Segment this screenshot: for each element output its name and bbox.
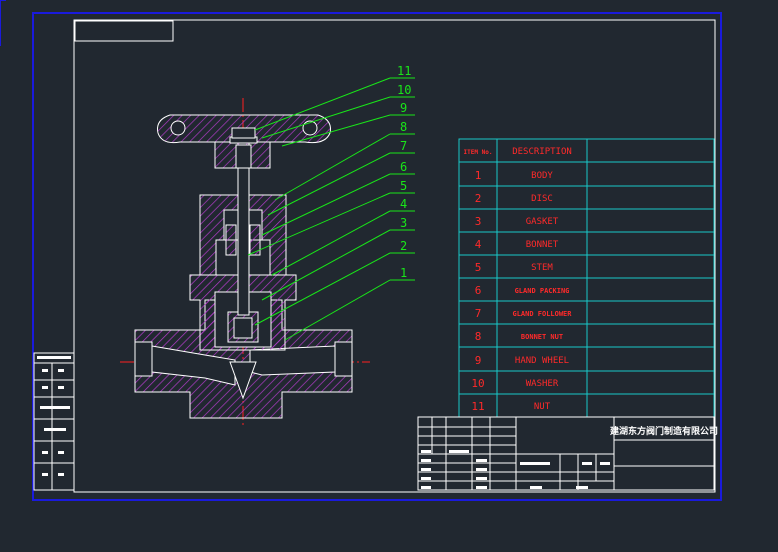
bom-item-no: 7 — [475, 307, 482, 320]
bom-item-no: 2 — [475, 192, 482, 205]
leader-numbers: 11 10 9 8 7 6 5 4 3 2 1 — [397, 64, 411, 280]
bom-item-no: 5 — [475, 261, 482, 274]
bom-item-desc: GLAND PACKING — [515, 287, 570, 295]
bom-item-desc: HAND WHEEL — [515, 356, 569, 366]
bom-item-no: 3 — [475, 215, 482, 228]
hand-wheel — [157, 114, 331, 169]
bom-item-desc: BONNET NUT — [521, 333, 563, 341]
leader-number: 7 — [400, 139, 407, 153]
bom-table: ITEM No. DESCRIPTION 1 BODY 2 DISC 3 GAS… — [458, 138, 715, 418]
leader-number: 1 — [400, 266, 407, 280]
inlet-thread — [134, 341, 153, 377]
bom-item-desc: DISC — [531, 194, 553, 204]
company-name: 建湖东方阀门制造有限公司 — [610, 425, 718, 437]
valve-body — [134, 299, 353, 419]
bom-item-desc: GASKET — [526, 217, 559, 227]
left-margin-table — [33, 352, 75, 491]
outer-frame — [32, 12, 722, 501]
bom-item-desc: WASHER — [526, 379, 559, 389]
leader-number: 2 — [400, 239, 407, 253]
leader-number: 3 — [400, 216, 407, 230]
leader-lines — [247, 77, 415, 341]
leader-number: 5 — [400, 179, 407, 193]
bom-item-no: 8 — [475, 330, 482, 343]
bom-header-description: DESCRIPTION — [512, 147, 572, 157]
bom-item-desc: BODY — [531, 171, 553, 181]
leader-number: 10 — [397, 83, 411, 97]
drawing-number-box — [74, 20, 174, 42]
leader-number: 11 — [397, 64, 411, 78]
bom-item-no: 10 — [471, 377, 484, 390]
nut — [231, 127, 256, 139]
seat-cone — [229, 361, 257, 400]
bom-item-no: 11 — [471, 400, 484, 413]
gland-packing-left — [225, 224, 237, 256]
bom-item-no: 6 — [475, 284, 482, 297]
leader-number: 6 — [400, 160, 407, 174]
inner-frame — [73, 19, 716, 493]
bom-item-desc: BONNET — [526, 240, 559, 250]
bom-item-no: 9 — [475, 354, 482, 367]
bom-item-desc: STEM — [531, 263, 553, 273]
title-block-marks — [421, 450, 610, 489]
bom-grid — [458, 138, 715, 418]
bom-header-item: ITEM No. — [464, 149, 493, 156]
bom-item-no: 1 — [475, 169, 482, 182]
leader-number: 4 — [400, 197, 407, 211]
left-margin-marks — [37, 356, 71, 476]
leader-number: 8 — [400, 120, 407, 134]
leader-number: 9 — [400, 101, 407, 115]
bom-item-desc: GLAND FOLLOWER — [512, 310, 572, 318]
title-block — [417, 416, 715, 491]
outlet-thread — [334, 341, 353, 377]
bom-item-desc: NUT — [534, 402, 551, 412]
bom-item-no: 4 — [475, 238, 482, 251]
gland-packing-right — [249, 224, 261, 256]
